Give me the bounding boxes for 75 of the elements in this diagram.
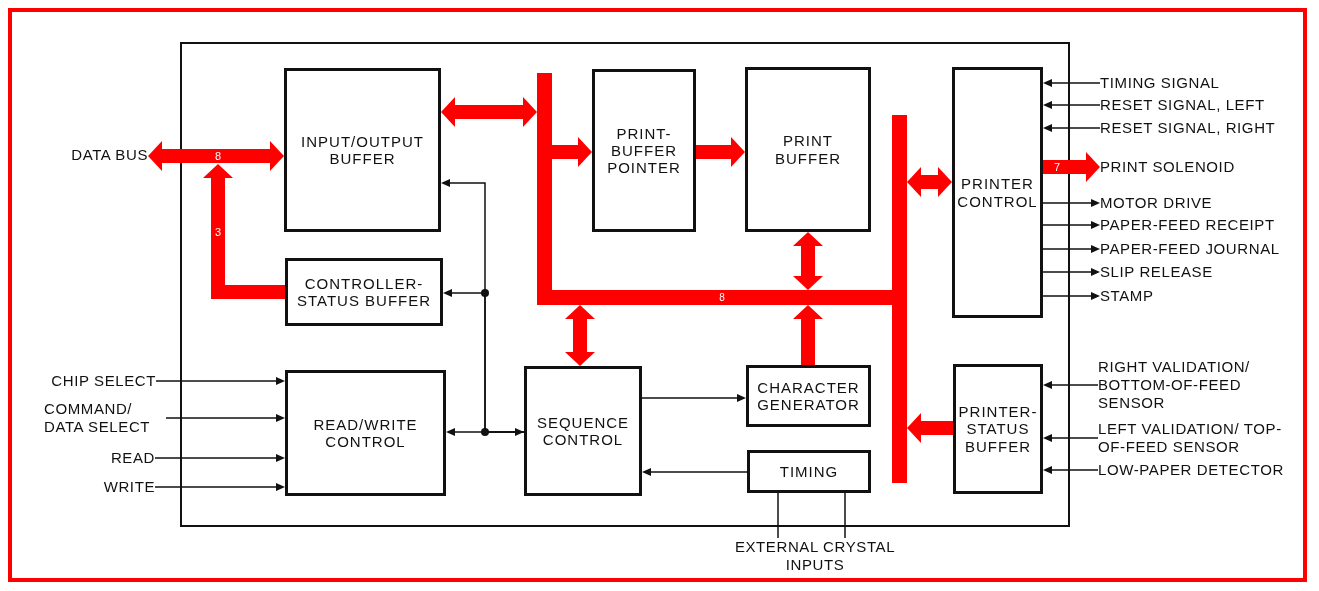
bus-arrow — [696, 137, 745, 167]
bus-arrow — [793, 232, 823, 290]
bus-bar — [537, 73, 552, 305]
signal-label: LEFT VALIDATION/ TOP-OF-FEED SENSOR — [1098, 420, 1303, 458]
bus-arrow — [552, 137, 592, 167]
signal-label: RESET SIGNAL, RIGHT — [1100, 119, 1300, 138]
block-box — [284, 68, 441, 232]
block-label: PRINTER CONTROL — [957, 175, 1038, 210]
signal-label: LOW-PAPER DETECTOR — [1098, 461, 1303, 480]
bus-arrow — [907, 167, 952, 197]
block-box — [953, 364, 1043, 494]
signal-label: READ — [60, 449, 155, 469]
signal-arrow — [642, 468, 748, 476]
bus-arrow — [203, 164, 285, 299]
bus-bar — [892, 115, 907, 483]
signal-label: STAMP — [1100, 287, 1300, 306]
block-label: TIMING — [779, 462, 839, 481]
block-box — [747, 450, 871, 493]
block-label: CONTROLLER-STATUS BUFFER — [295, 274, 433, 310]
signal-label: RESET SIGNAL, LEFT — [1100, 96, 1300, 115]
signal-arrow — [1043, 124, 1101, 132]
signal-arrow — [1043, 79, 1101, 87]
block-label: INPUT/OUTPUT BUFFER — [300, 132, 425, 168]
signal-label: WRITE — [60, 478, 155, 498]
chip-outline — [180, 42, 1070, 527]
signal-arrow — [1042, 268, 1100, 276]
signal-label: TIMING SIGNAL — [1100, 74, 1300, 93]
block-label: CHARACTER GENERATOR — [756, 378, 861, 414]
signal-label: MOTOR DRIVE — [1100, 194, 1300, 213]
bus-width-label: 8 — [719, 292, 725, 303]
signal-arrow — [441, 179, 525, 433]
block-box — [285, 258, 443, 326]
block-box — [524, 366, 642, 496]
signal-arrow — [1042, 292, 1100, 300]
block-label: PRINT-BUFFER POINTER — [606, 124, 682, 177]
block-box — [745, 67, 871, 232]
block-box — [285, 370, 446, 496]
signal-label: EXTERNAL CRYSTAL INPUTS — [725, 538, 905, 576]
signal-arrow — [446, 428, 524, 436]
signal-label: CHIP SELECT — [20, 372, 156, 392]
signal-label: COMMAND/ DATA SELECT — [44, 400, 166, 440]
signal-arrow — [165, 414, 285, 422]
bus-arrow — [148, 141, 284, 171]
block-label: READ/WRITE CONTROL — [312, 415, 419, 451]
signal-arrow — [1042, 199, 1100, 207]
signal-label: PAPER-FEED JOURNAL — [1100, 240, 1305, 259]
block-box — [592, 69, 696, 232]
signal-arrow — [1043, 466, 1099, 474]
signal-label: RIGHT VALIDATION/ BOTTOM-OF-FEED SENSOR — [1098, 358, 1298, 414]
block-box — [746, 365, 871, 427]
bus-arrow — [793, 305, 823, 365]
edge-label: 7 — [1053, 161, 1061, 173]
signal-arrow — [1043, 101, 1101, 109]
signal-arrow — [1042, 221, 1100, 229]
bus-arrow — [1043, 152, 1100, 182]
edge-label: 3 — [214, 226, 222, 238]
signal-label: DATA BUS — [50, 146, 148, 166]
block-box — [952, 67, 1043, 318]
signal-label: PAPER-FEED RECEIPT — [1100, 216, 1300, 235]
block-label: SEQUENCE CONTROL — [535, 413, 631, 449]
signal-arrow — [1043, 434, 1099, 442]
signal-arrow — [155, 377, 285, 385]
bus-arrow — [441, 97, 537, 127]
signal-arrow — [1043, 381, 1099, 389]
bus-arrow — [907, 413, 953, 443]
signal-arrow — [154, 483, 285, 491]
signal-label: SLIP RELEASE — [1100, 263, 1300, 282]
bus-arrow — [565, 305, 595, 366]
signal-arrow — [641, 394, 746, 402]
edge-label: 8 — [214, 150, 222, 162]
signal-arrow — [154, 454, 285, 462]
block-label: PRINT BUFFER — [774, 132, 842, 167]
signal-arrow — [1042, 245, 1100, 253]
signal-label: PRINT SOLENOID — [1100, 158, 1300, 177]
block-label: PRINTER-STATUS BUFFER — [958, 403, 1038, 455]
